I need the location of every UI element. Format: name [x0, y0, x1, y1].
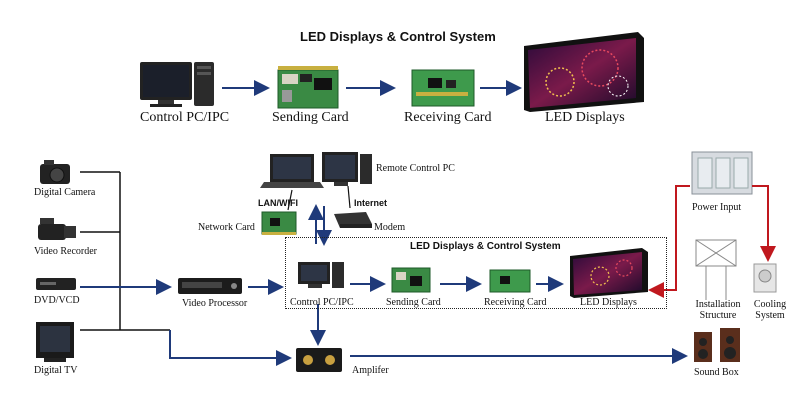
box-led-display-icon	[570, 248, 648, 298]
modem-icon	[334, 212, 372, 228]
laptop-icon	[260, 154, 324, 188]
digital-tv-icon	[36, 322, 74, 362]
label-amplifier: Amplifer	[352, 365, 389, 376]
label-installation-structure: Installation Structure	[695, 299, 741, 321]
arrow-power-to-display	[648, 185, 690, 298]
top-sending-card-icon	[277, 66, 339, 109]
label-dvd-vcd: DVD/VCD	[34, 295, 80, 306]
top-led-display-icon	[524, 32, 644, 112]
label-modem: Modem	[374, 222, 406, 233]
top-label-led-displays: LED Displays	[545, 110, 625, 125]
digital-camera-icon	[40, 160, 70, 184]
installation-structure-icon	[695, 239, 737, 300]
label-cooling-system: Cooling System	[753, 299, 787, 321]
arrow-power-to-cooling	[752, 185, 776, 262]
label-power-input: Power Input	[692, 202, 742, 213]
label-video-processor: Video Processor	[182, 298, 248, 309]
box-control-pc-icon	[298, 262, 344, 288]
label-digital-tv: Digital TV	[34, 365, 78, 376]
amplifier-icon	[296, 348, 342, 372]
box-sending-card-icon	[391, 267, 431, 293]
top-label-receiving-card: Receiving Card	[404, 110, 492, 125]
label-lan-wifi: LAN/WIFI	[258, 198, 298, 208]
label-digital-camera: Digital Camera	[34, 187, 96, 198]
cooling-system-icon	[753, 263, 777, 293]
video-processor-icon	[178, 278, 242, 294]
top-title: LED Displays & Control System	[300, 29, 496, 44]
box-label-sending-card: Sending Card	[386, 297, 441, 308]
input-bracket	[80, 171, 121, 331]
remote-to-modem-line	[347, 185, 351, 209]
laptop-to-network-line	[287, 189, 293, 211]
system-boundary-box	[285, 237, 667, 309]
top-receiving-card-icon	[411, 69, 475, 107]
top-label-sending-card: Sending Card	[272, 110, 349, 125]
video-recorder-icon	[38, 218, 76, 240]
box-label-control-pc: Control PC/IPC	[290, 297, 354, 308]
power-input-icon	[691, 151, 753, 195]
label-internet: Internet	[354, 198, 388, 208]
label-remote-pc: Remote Control PC	[376, 163, 455, 174]
top-label-control-pc: Control PC/IPC	[140, 110, 230, 125]
top-control-pc-icon	[140, 62, 214, 107]
box-label-led-displays: LED Displays	[580, 297, 637, 308]
box-label-receiving-card: Receiving Card	[484, 297, 547, 308]
remote-pc-icon	[322, 152, 372, 186]
sound-box-icon	[694, 328, 740, 362]
label-video-recorder: Video Recorder	[34, 246, 97, 257]
arrow-inputs-to-amplifier	[169, 330, 292, 366]
label-network-card: Network Card	[198, 222, 255, 233]
network-card-icon	[261, 211, 297, 235]
box-title: LED Displays & Control System	[410, 241, 561, 252]
box-receiving-card-icon	[489, 269, 531, 293]
label-sound-box: Sound Box	[694, 367, 739, 378]
dvd-vcd-icon	[36, 278, 76, 290]
